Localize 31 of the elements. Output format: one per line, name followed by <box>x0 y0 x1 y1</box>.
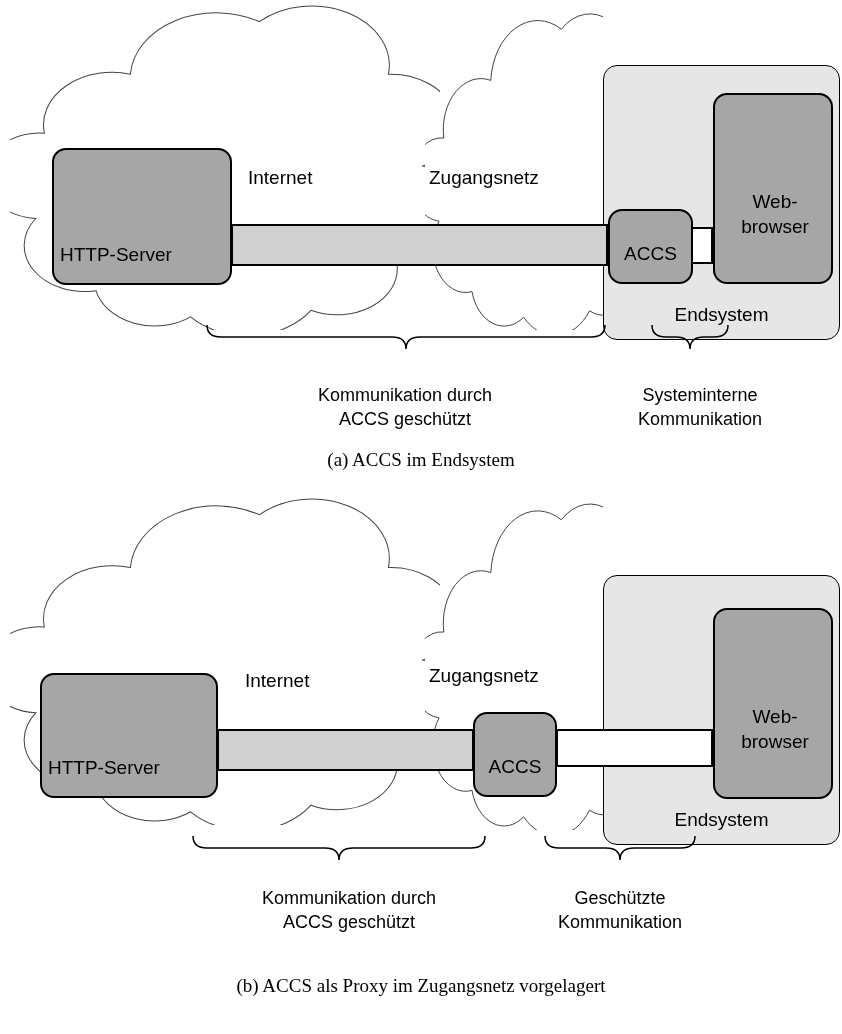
system-box <box>603 575 840 845</box>
connection-band <box>217 729 474 771</box>
brace-label: Kommunikation durch ACCS geschützt <box>260 887 438 935</box>
connection-band <box>231 224 608 266</box>
system-box <box>603 65 840 340</box>
node-label: Web- browser <box>740 704 810 755</box>
caption: (a) ACCS im Endsystem <box>327 448 515 472</box>
component-box <box>473 712 557 797</box>
node-label: Zugangsnetz <box>429 166 539 190</box>
connection-band <box>691 227 713 264</box>
node-label: HTTP-Server <box>48 755 160 780</box>
brace-label: Kommunikation durch ACCS geschützt <box>316 384 494 432</box>
connection-band <box>556 729 713 767</box>
node-label: ACCS <box>623 241 678 266</box>
component-box <box>40 673 218 798</box>
node-label: HTTP-Server <box>60 242 172 267</box>
component-box <box>52 148 232 285</box>
brace-label: Systeminterne Kommunikation <box>636 384 764 432</box>
node-label: Zugangsnetz <box>429 664 539 688</box>
node-label: Endsystem <box>673 807 770 832</box>
component-box <box>608 209 693 284</box>
brace-label: Geschützte Kommunikation <box>556 887 684 935</box>
cloud <box>425 10 603 330</box>
node-label: ACCS <box>487 754 543 779</box>
node-label: Internet <box>248 166 313 190</box>
caption: (b) ACCS als Proxy im Zugangsnetz vorgelagert <box>236 974 606 998</box>
component-box <box>713 608 833 799</box>
node-label: Internet <box>245 669 310 693</box>
component-box <box>713 93 833 284</box>
node-label: Web- browser <box>740 189 810 240</box>
node-label: Endsystem <box>673 302 770 327</box>
